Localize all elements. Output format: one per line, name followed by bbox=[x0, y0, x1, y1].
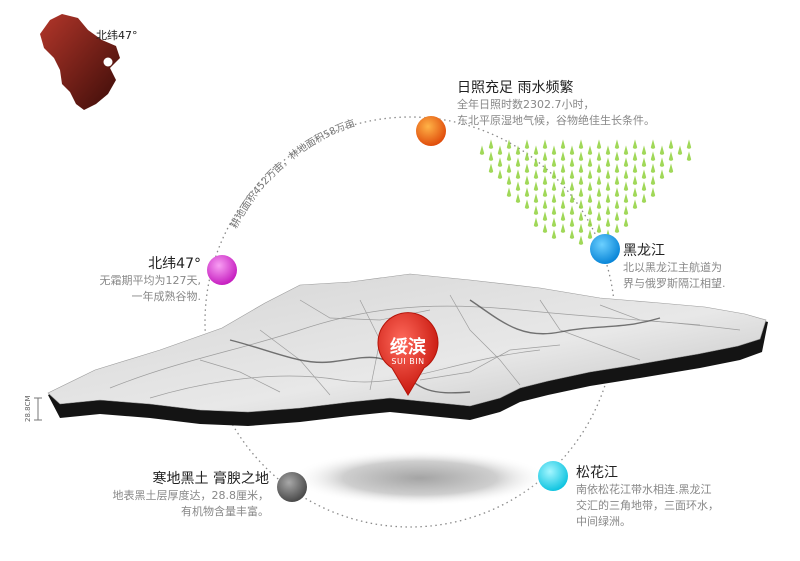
heilongjiang-block: 黑龙江 北以黑龙江主航道为 界与俄罗斯隔江相望. bbox=[623, 240, 726, 292]
inset-label: 北纬47° bbox=[96, 29, 138, 42]
heilongjiang-dot-icon bbox=[590, 234, 620, 264]
arc-label: 耕地面积452万亩，林地面积58万亩 bbox=[227, 116, 356, 230]
cloud-shadow bbox=[292, 450, 548, 506]
location-pin-icon bbox=[377, 312, 439, 396]
province-map-icon bbox=[40, 14, 120, 110]
latitude-dot-icon bbox=[207, 255, 237, 285]
latitude-title: 北纬47° bbox=[148, 256, 201, 272]
heilongjiang-line-1: 北以黑龙江主航道为 bbox=[623, 261, 722, 274]
heilongjiang-line-2: 界与俄罗斯隔江相望. bbox=[623, 277, 726, 290]
songhua-dot-icon bbox=[538, 461, 568, 491]
songhua-block: 松花江 南依松花江带水相连.黑龙江 交汇的三角地带，三面环水， 中间绿洲。 bbox=[576, 462, 719, 530]
rain-icon bbox=[479, 139, 692, 245]
heilongjiang-title: 黑龙江 bbox=[623, 243, 665, 259]
scale-label: 28.8CM bbox=[24, 395, 32, 422]
latitude-line-2: 一年成熟谷物. bbox=[131, 290, 202, 303]
city-name-en: SUI BIN bbox=[391, 357, 425, 366]
blacksoil-line-1: 地表黑土层厚度达，28.8厘米， bbox=[112, 489, 270, 502]
blacksoil-dot-icon bbox=[277, 472, 307, 502]
city-name: 绥滨 bbox=[390, 337, 426, 358]
songhua-line-3: 中间绿洲。 bbox=[576, 515, 631, 528]
songhua-line-1: 南依松花江带水相连.黑龙江 bbox=[576, 483, 712, 496]
scale-marker bbox=[34, 397, 42, 421]
latitude-block: 北纬47° 无霜期平均为127天, 一年成熟谷物. bbox=[60, 253, 202, 305]
sunshine-line-1: 全年日照时数2302.7小时， bbox=[457, 98, 595, 111]
songhua-line-2: 交汇的三角地带，三面环水， bbox=[576, 499, 719, 512]
blacksoil-title: 寒地黑土 膏腴之地 bbox=[152, 471, 269, 487]
sunshine-block: 日照充足 雨水频繁 全年日照时数2302.7小时， 东北平原湿地气候，谷物绝佳生… bbox=[457, 77, 655, 129]
latitude-line-1: 无霜期平均为127天, bbox=[99, 274, 202, 287]
sunshine-line-2: 东北平原湿地气候，谷物绝佳生长条件。 bbox=[457, 114, 655, 127]
sunshine-title: 日照充足 雨水频繁 bbox=[457, 80, 574, 96]
blacksoil-line-2: 有机物含量丰富。 bbox=[181, 505, 269, 518]
blacksoil-block: 寒地黑土 膏腴之地 地表黑土层厚度达，28.8厘米， 有机物含量丰富。 bbox=[60, 468, 270, 520]
sun-dot-icon bbox=[416, 116, 446, 146]
songhua-title: 松花江 bbox=[576, 465, 618, 481]
